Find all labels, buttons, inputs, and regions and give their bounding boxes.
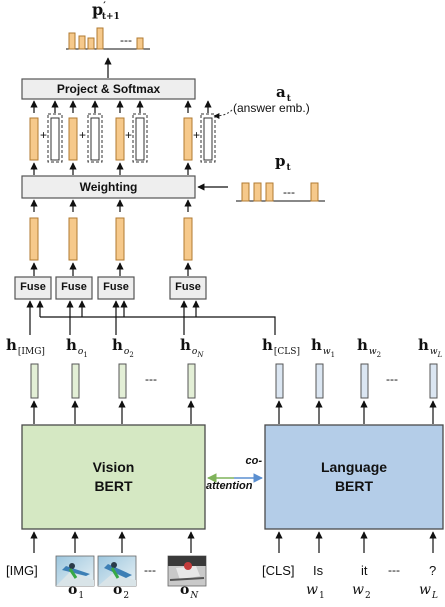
vision-input-label: oN <box>180 582 199 601</box>
vision-hidden-label: ho1 <box>66 336 88 359</box>
lang-hidden-label: hw2 <box>357 336 382 359</box>
prob-ellipsis: --- <box>283 185 295 199</box>
lang-ellipsis: --- <box>386 372 398 386</box>
vision-hidden-label: ho2 <box>112 336 134 359</box>
vision-hidden-vectors <box>30 363 196 399</box>
plus-sign: + <box>40 128 48 142</box>
lang-token: ? <box>429 563 437 578</box>
co-attention-label: co- <box>245 455 263 467</box>
output-bar <box>96 27 104 50</box>
output-bar <box>68 32 76 50</box>
lang-input-label: wL <box>419 582 438 601</box>
fuse-label: Fuse <box>175 281 201 293</box>
vision-hidden-label: hoN <box>180 336 204 359</box>
lang-input-label: w2 <box>352 582 371 601</box>
lang-token: --- <box>388 563 400 577</box>
lang-hidden-label: hw1 <box>311 336 336 359</box>
lang-token: [CLS] <box>262 563 295 578</box>
skier-photo-thumbnail <box>97 555 137 587</box>
answer-vec-label: at <box>276 83 291 104</box>
output-prob-label: p′t+1 <box>92 0 120 22</box>
lang-hidden-label: hwL <box>418 336 443 359</box>
output-distribution <box>66 27 150 50</box>
output-bar <box>78 35 86 50</box>
output-bar <box>87 37 95 50</box>
co-attention-label: attention <box>206 480 253 492</box>
fuse-label: Fuse <box>20 281 46 293</box>
plus-sign: + <box>79 128 87 142</box>
plus-sign: + <box>193 128 201 142</box>
fused-plus-answer-vectors <box>29 113 216 163</box>
lang-token: Is <box>313 563 324 578</box>
vision-input-label: o2 <box>113 582 130 601</box>
fuse-label: Fuse <box>103 281 129 293</box>
vision-ellipsis: --- <box>145 372 157 386</box>
weighting-box <box>21 175 196 199</box>
output-ellipsis: --- <box>120 33 132 47</box>
prob-distribution <box>236 182 325 202</box>
language-hidden-vectors <box>275 363 438 399</box>
answer-emb-label: (answer emb.) <box>233 101 310 115</box>
vision-input-ellipsis: --- <box>144 563 156 577</box>
vision-input-label: o1 <box>68 582 85 601</box>
project-softmax-label: Project & Softmax <box>56 82 161 96</box>
vision-bert-box <box>21 424 206 530</box>
language-bert-box <box>264 424 444 530</box>
prob-vec-label: pt <box>275 152 291 173</box>
vision-hidden-label: h[IMG] <box>6 336 45 357</box>
fuse-boxes <box>14 276 207 300</box>
output-bar <box>136 37 144 50</box>
lang-input-label: w1 <box>306 582 325 601</box>
skier-photo-thumbnail <box>167 555 207 587</box>
fuse-label: Fuse <box>61 281 87 293</box>
img-token: [IMG] <box>6 563 38 578</box>
fused-vectors <box>29 217 193 261</box>
project-softmax-box <box>21 78 196 100</box>
skier-photo-thumbnail <box>55 555 95 587</box>
weighting-label: Weighting <box>79 180 138 194</box>
plus-sign: + <box>125 128 133 142</box>
lang-hidden-label: h[CLS] <box>262 336 300 357</box>
lang-token: it <box>361 563 368 578</box>
